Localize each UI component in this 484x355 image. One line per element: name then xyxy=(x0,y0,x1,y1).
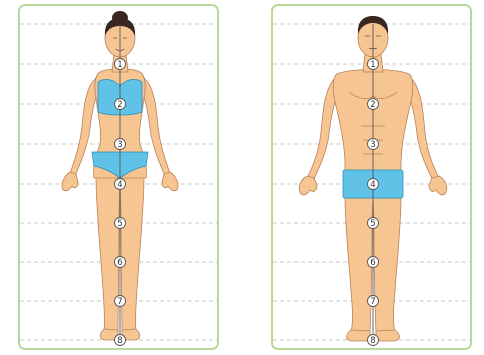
marker-label: 1 xyxy=(117,60,122,70)
marker-3: 3 xyxy=(368,139,379,151)
marker-label: 4 xyxy=(117,180,122,190)
marker-label: 8 xyxy=(370,336,375,346)
marker-6: 6 xyxy=(115,257,126,269)
marker-2: 2 xyxy=(368,99,379,111)
marker-label: 5 xyxy=(117,219,122,229)
marker-label: 8 xyxy=(117,336,122,346)
marker-3: 3 xyxy=(115,139,126,151)
marker-label: 6 xyxy=(117,258,122,268)
marker-label: 5 xyxy=(370,219,375,229)
marker-label: 6 xyxy=(370,258,375,268)
marker-label: 2 xyxy=(117,100,122,110)
marker-4: 4 xyxy=(368,179,379,191)
marker-label: 7 xyxy=(370,297,375,307)
marker-label: 2 xyxy=(370,100,375,110)
male-figure-panel: 1 2 3 4 5 6 7 xyxy=(271,4,472,350)
female-figure-panel: 1 2 3 4 5 6 7 xyxy=(18,4,219,350)
marker-2: 2 xyxy=(115,99,126,111)
marker-8: 8 xyxy=(368,335,379,347)
marker-label: 3 xyxy=(370,140,375,150)
marker-1: 1 xyxy=(115,59,126,71)
marker-label: 1 xyxy=(370,60,375,70)
marker-4: 4 xyxy=(115,179,126,191)
marker-5: 5 xyxy=(115,218,126,230)
marker-6: 6 xyxy=(368,257,379,269)
marker-label: 7 xyxy=(117,297,122,307)
marker-label: 4 xyxy=(370,180,375,190)
marker-1: 1 xyxy=(368,59,379,71)
female-figure-svg: 1 2 3 4 5 6 7 xyxy=(20,6,219,350)
marker-8: 8 xyxy=(115,335,126,347)
marker-7: 7 xyxy=(368,296,379,308)
marker-7: 7 xyxy=(115,296,126,308)
male-figure-svg: 1 2 3 4 5 6 7 xyxy=(273,6,472,350)
marker-label: 3 xyxy=(117,140,122,150)
marker-5: 5 xyxy=(368,218,379,230)
